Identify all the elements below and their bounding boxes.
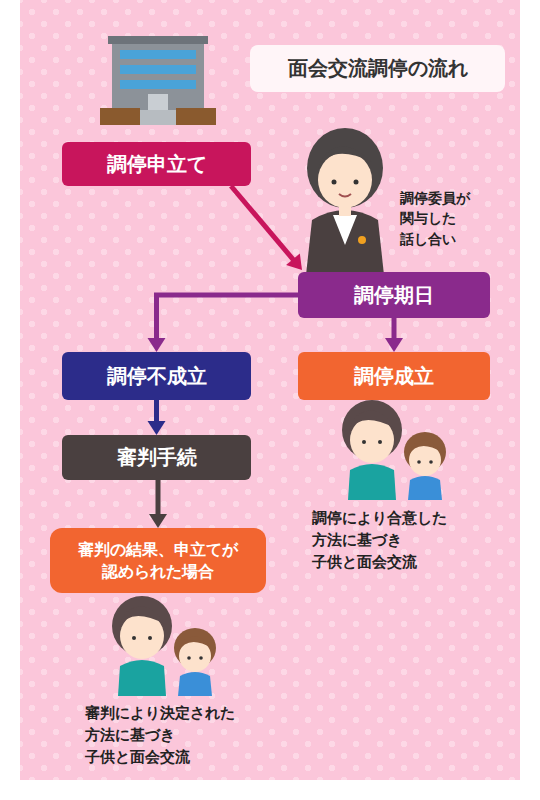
- parent-child-figure: [342, 400, 446, 500]
- box-text: 調停申立て: [107, 151, 207, 178]
- hair: [307, 128, 383, 208]
- diagram-title: 面会交流調停の流れ: [250, 45, 505, 92]
- building-roof: [108, 36, 208, 44]
- bangs: [178, 636, 212, 652]
- window-row: [120, 80, 196, 89]
- eye: [148, 636, 152, 640]
- building-door: [148, 94, 168, 110]
- connector-line: [157, 295, 299, 340]
- process-box: 調停申立て: [62, 142, 251, 186]
- window-row: [120, 50, 196, 59]
- eye: [199, 656, 203, 660]
- flow-arrow: [385, 318, 403, 352]
- shirt: [118, 660, 166, 696]
- eye: [354, 180, 359, 185]
- box-text: 調停不成立: [107, 363, 207, 390]
- building-base: [100, 108, 140, 125]
- bangs: [408, 440, 442, 456]
- arrow-head: [286, 253, 302, 270]
- arrow-head: [148, 338, 166, 352]
- building-base: [176, 108, 216, 125]
- suit: [306, 210, 384, 275]
- connector-line: [156, 480, 161, 516]
- eye: [187, 656, 191, 660]
- face: [318, 152, 372, 208]
- note-text: 審判により決定された 方法に基づき 子供と面会交流: [85, 703, 270, 768]
- mediator-figure: [306, 128, 384, 275]
- bangs: [318, 146, 372, 170]
- arrow-head: [149, 514, 167, 528]
- note-text: 調停により合意した 方法に基づき 子供と面会交流: [312, 508, 490, 573]
- process-box: 調停不成立: [62, 352, 251, 400]
- building-body: [112, 40, 204, 110]
- process-box: 調停成立: [298, 352, 490, 400]
- process-box: 調停期日: [298, 272, 490, 318]
- flow-arrow: [148, 400, 166, 435]
- court-building: [100, 36, 216, 125]
- shirt: [408, 476, 442, 500]
- note-text: 調停委員が 関与した 話し合い: [400, 188, 484, 249]
- connector-line: [154, 400, 159, 423]
- box-text: 調停期日: [354, 282, 434, 309]
- window-row: [120, 65, 196, 74]
- process-box: 審判手続: [62, 435, 251, 480]
- arrow-head: [148, 421, 166, 435]
- eye: [362, 440, 366, 444]
- box-text: 調停成立: [354, 363, 434, 390]
- arrow-head: [385, 338, 403, 352]
- bangs: [119, 606, 165, 628]
- box-text: 審判の結果、申立てが 認められた場合: [58, 539, 258, 582]
- collar: [333, 215, 357, 245]
- box-text: 審判手続: [117, 444, 197, 471]
- building-steps: [140, 110, 176, 125]
- badge: [358, 236, 366, 244]
- flow-arrow: [231, 186, 302, 270]
- eye: [429, 460, 433, 464]
- mouth: [339, 194, 351, 197]
- eye: [132, 636, 136, 640]
- connector-line: [392, 318, 397, 340]
- parent-child-figure: [112, 596, 216, 696]
- connector-line: [231, 186, 294, 261]
- shirt: [178, 672, 212, 696]
- flow-arrow: [148, 295, 299, 352]
- shirt: [348, 464, 396, 500]
- bangs: [349, 410, 395, 432]
- eye: [332, 180, 337, 185]
- eye: [378, 440, 382, 444]
- flow-arrow: [149, 480, 167, 528]
- eye: [417, 460, 421, 464]
- process-box: 審判の結果、申立てが 認められた場合: [50, 528, 266, 593]
